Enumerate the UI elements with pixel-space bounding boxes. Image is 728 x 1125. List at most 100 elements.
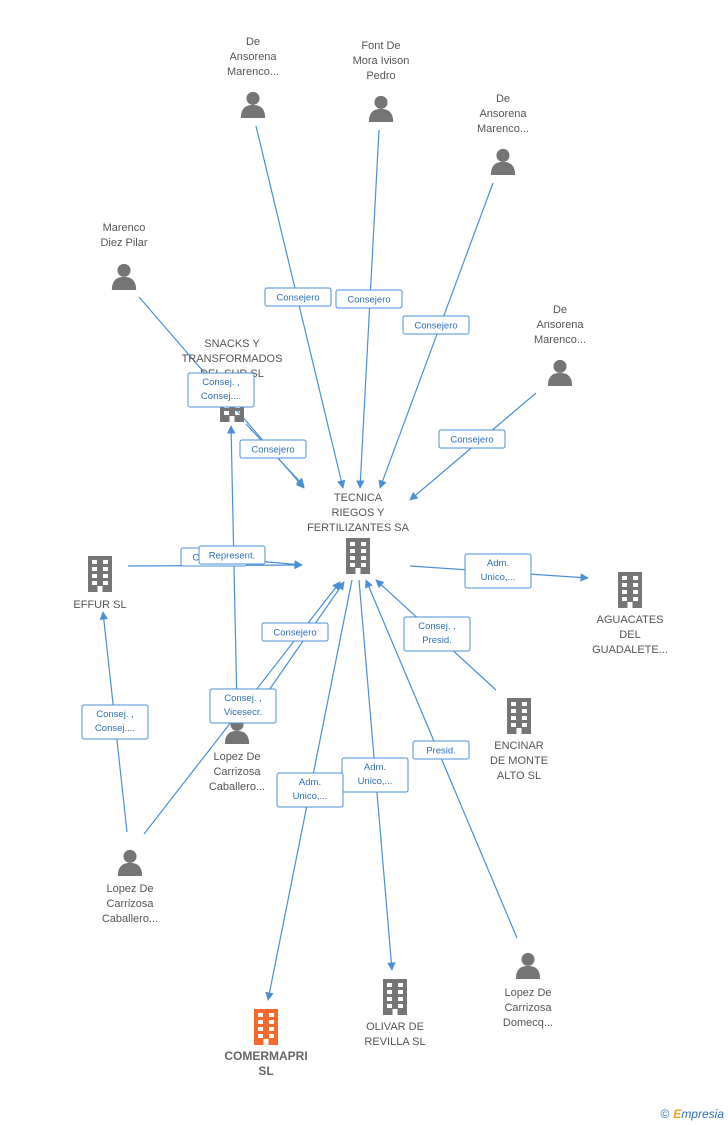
- edge-tag-text: Consejero: [347, 295, 390, 306]
- building-icon: [618, 572, 642, 608]
- node-label-line: Lopez De: [213, 751, 260, 763]
- edge-de-ansorena-2-to-tecnica: [378, 182, 494, 489]
- edge-tag-box: [402, 315, 470, 335]
- node-lopez-bl[interactable]: Lopez De CarrizosaCaballero...: [102, 849, 158, 925]
- node-label-line: OLIVAR DE: [366, 1021, 424, 1033]
- edge-tag-text: Consejero: [251, 445, 294, 456]
- person-icon: [117, 849, 143, 876]
- node-label-line: Caballero...: [102, 913, 158, 925]
- edge-tag-de-ansorena-3-to-tecnica[interactable]: Consejero: [438, 429, 506, 449]
- node-label-line: De: [553, 304, 567, 316]
- node-label-line: ENCINAR: [494, 740, 544, 752]
- edge-tag-text: Consejero: [273, 628, 316, 639]
- edge-lopez-bl-to-tecnica: [257, 581, 345, 707]
- person-icon: [515, 952, 541, 979]
- edge-tag-text: Consej. ,: [96, 709, 134, 720]
- node-label-line: ALTO SL: [497, 770, 541, 782]
- edge-tag-tecnica-to-comermapri[interactable]: Adm.Unico,...: [276, 772, 344, 808]
- edge-tag-box: [198, 545, 266, 565]
- node-olivar[interactable]: OLIVAR DE REVILLA SL: [364, 979, 426, 1048]
- node-label-line: TECNICA: [334, 492, 383, 504]
- edge-tag-text: Unico,...: [358, 776, 393, 787]
- node-label-line: Ansorena: [479, 108, 527, 120]
- edge-tag-box: [412, 740, 470, 760]
- edge-de-ansorena-1-to-tecnica: [255, 125, 346, 489]
- node-de-ansorena-3[interactable]: DeAnsorenaMarenco...: [534, 304, 586, 386]
- node-effur[interactable]: EFFUR SL: [73, 556, 127, 611]
- edge-tag-lopez-bl-to-tecnica[interactable]: Consejero: [261, 622, 329, 642]
- building-icon: [507, 698, 531, 734]
- edge-tag-box: [187, 372, 255, 408]
- edge-tag-snacks-to-tecnica[interactable]: Consej. , Consej....: [187, 372, 255, 408]
- node-label-line: REVILLA SL: [364, 1036, 425, 1048]
- node-label-line: De: [246, 36, 260, 48]
- brand-initial: E: [673, 1107, 682, 1121]
- edge-tag-box: [403, 616, 471, 652]
- node-label-line: Diez Pilar: [100, 237, 147, 249]
- person-icon: [111, 263, 137, 290]
- node-label-line: Carrizosa: [106, 898, 154, 910]
- person-icon: [240, 91, 266, 118]
- person-icon: [547, 359, 573, 386]
- node-label-line: Carrizosa: [504, 1002, 552, 1014]
- node-label-line: De: [496, 93, 510, 105]
- edge-tag-text: Consej....: [201, 391, 241, 402]
- edge-tag-box: [264, 287, 332, 307]
- edge-tag-de-ansorena-1-to-tecnica[interactable]: Consejero: [264, 287, 332, 307]
- edge-tag-box: [81, 704, 149, 740]
- node-label-line: Marenco...: [534, 334, 586, 346]
- node-lopez-domecq[interactable]: Lopez De CarrizosaDomecq...: [503, 952, 553, 1029]
- node-label-line: Pedro: [366, 70, 395, 82]
- edge-tag-lopez-bl-to-tecnica[interactable]: Consej. , Vicesecr.: [209, 688, 277, 724]
- edge-tag-text: Presid.: [422, 635, 452, 646]
- building-icon: [254, 1009, 278, 1045]
- edge-tag-lopez-bl-to-effur[interactable]: Consej. , Consej....: [81, 704, 149, 740]
- edge-tag-box: [335, 289, 403, 309]
- node-de-ansorena-1[interactable]: DeAnsorenaMarenco...: [227, 36, 279, 118]
- edge-tag-lopez-domecq-to-tecnica[interactable]: Presid.: [412, 740, 470, 760]
- edge-tag-marenco-diez-to-tecnica[interactable]: Consejero: [239, 439, 307, 459]
- node-aguacates[interactable]: AGUACATESDELGUADALETE...: [592, 572, 668, 656]
- node-label-line: TRANSFORMADOS: [182, 353, 283, 365]
- edge-tag-text: Consej. ,: [202, 377, 240, 388]
- edge-tag-tecnica-to-aguacates[interactable]: Adm. Unico,...: [464, 553, 532, 589]
- empresia-logo[interactable]: ©Empresia: [660, 1107, 724, 1121]
- edge-tag-box: [209, 688, 277, 724]
- node-label-line: Lopez De: [106, 883, 153, 895]
- building-icon: [383, 979, 407, 1015]
- node-lopez-mid[interactable]: Lopez DeCarrizosaCaballero...: [209, 717, 265, 793]
- edge-tag-font-de-mora-to-tecnica[interactable]: Consejero: [335, 289, 403, 309]
- node-label-line: Domecq...: [503, 1017, 553, 1029]
- edge-tag-text: Consej. ,: [224, 693, 262, 704]
- edge-tag-text: Consejero: [450, 435, 493, 446]
- edge-tag-text: Consej....: [95, 723, 135, 734]
- node-label-line: Caballero...: [209, 781, 265, 793]
- node-label-line: Ansorena: [229, 51, 277, 63]
- edge-tag-text: Represent.: [209, 551, 255, 562]
- node-label-line: Marenco: [103, 222, 146, 234]
- node-label-line: Lopez De: [504, 987, 551, 999]
- edge-tag-tecnica-to-olivar[interactable]: Adm. Unico,...: [341, 757, 409, 793]
- edge-tag-de-ansorena-2-to-tecnica[interactable]: Consejero: [402, 315, 470, 335]
- edge-tag-effur-to-tecnica[interactable]: Represent.: [198, 545, 266, 565]
- edge-tag-box: [276, 772, 344, 808]
- edge-tag-text: Adm.: [487, 558, 509, 569]
- person-icon: [368, 95, 394, 122]
- edge-tag-text: Consejero: [414, 321, 457, 332]
- building-icon: [88, 556, 112, 592]
- edge-tag-text: Adm.: [364, 762, 386, 773]
- building-icon: [346, 538, 370, 574]
- edge-tag-text: Unico,...: [481, 572, 516, 583]
- edge-tag-encinar-to-tecnica[interactable]: Consej. ,Presid.: [403, 616, 471, 652]
- edge-tag-box: [464, 553, 532, 589]
- node-de-ansorena-2[interactable]: DeAnsorenaMarenco...: [477, 93, 529, 175]
- copyright-symbol: ©: [660, 1107, 670, 1121]
- edge-tag-text: Vicesecr.: [224, 707, 262, 718]
